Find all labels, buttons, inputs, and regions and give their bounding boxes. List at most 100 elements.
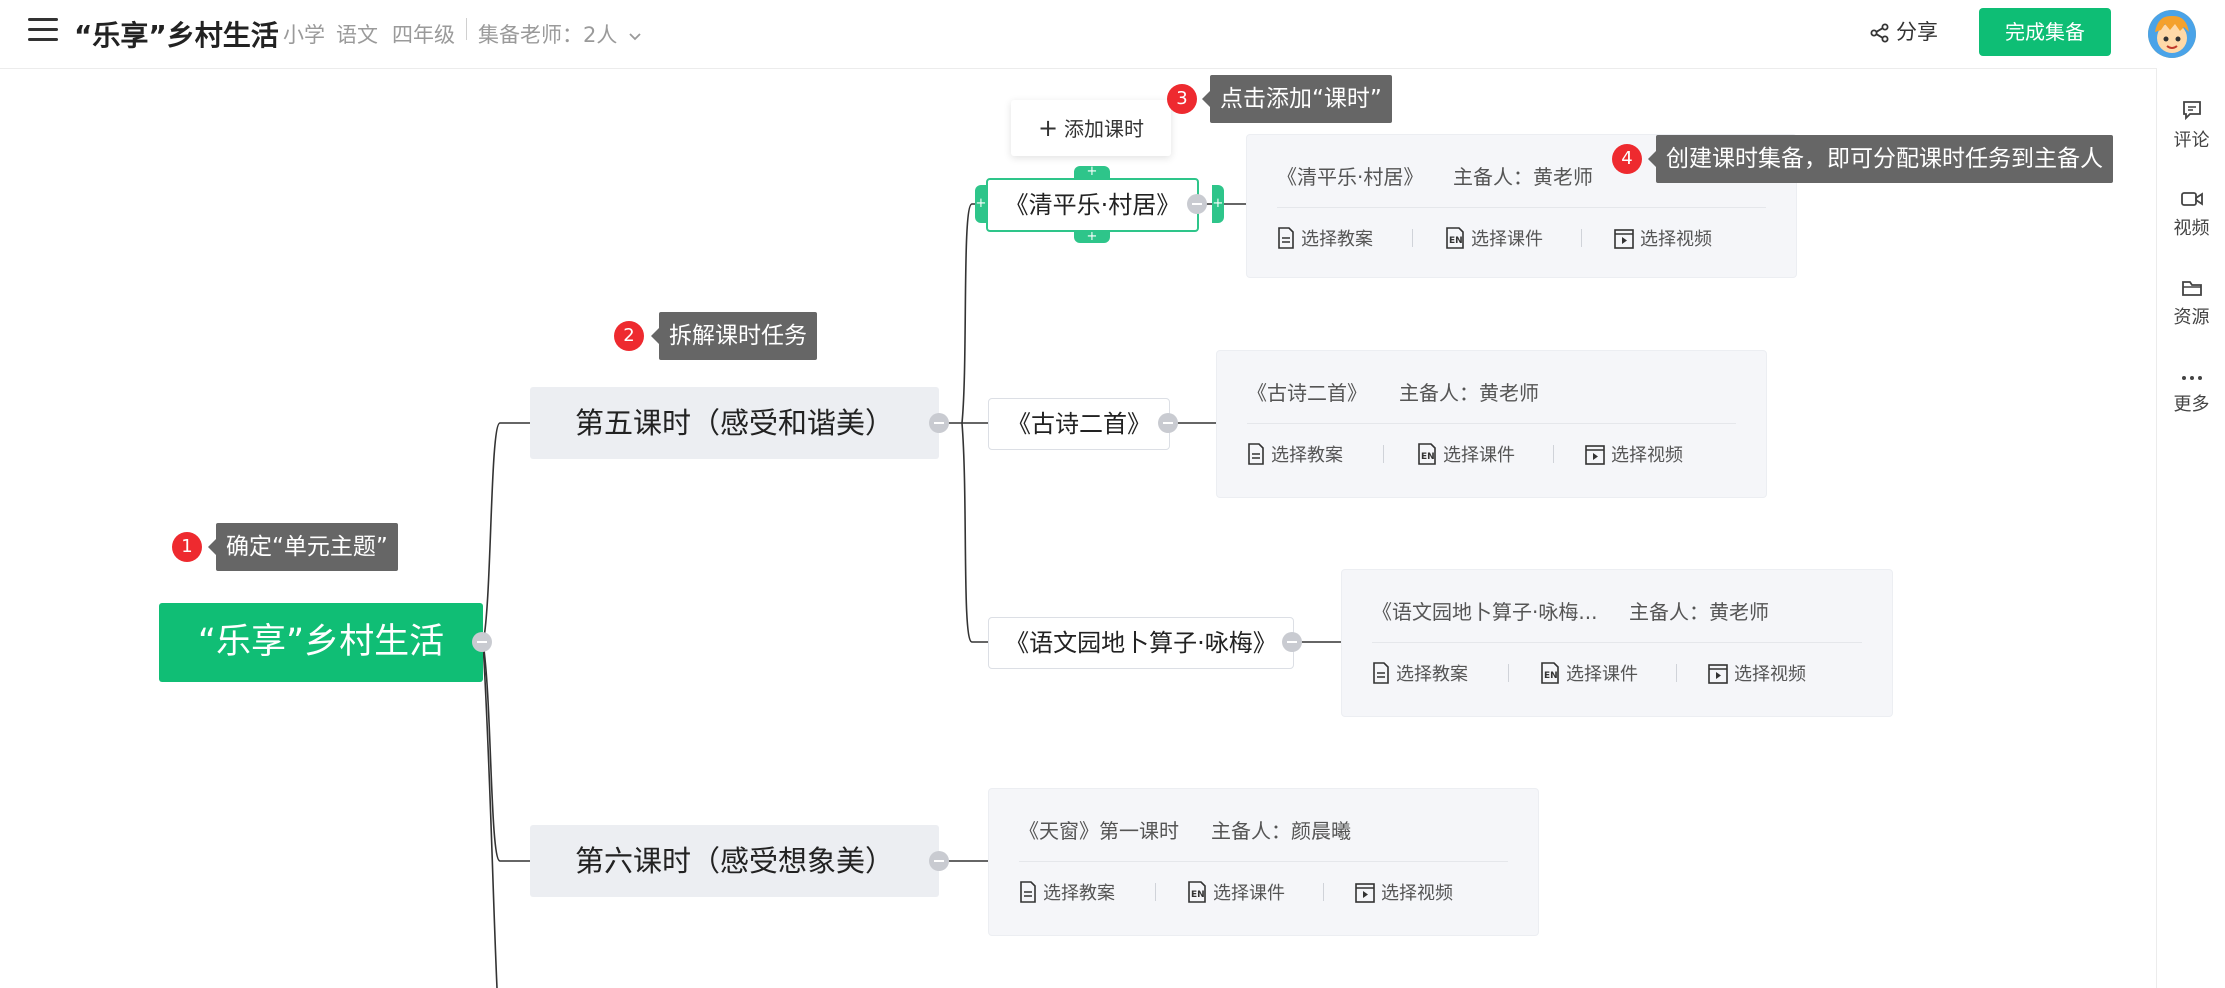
action-label: 选择视频 xyxy=(1640,229,1712,250)
right-sidebar: 评论 视频 资源 更多 xyxy=(2156,68,2225,988)
divider xyxy=(1372,642,1862,643)
folder-icon xyxy=(2181,281,2202,296)
select-plan-button[interactable]: 选择教案 xyxy=(1277,225,1373,251)
teachers-dropdown[interactable]: 集备老师：2人 xyxy=(478,19,642,49)
select-plan-button[interactable]: 选择教案 xyxy=(1372,660,1468,686)
sidebar-item-label: 视频 xyxy=(2173,218,2210,239)
divider xyxy=(1323,883,1324,901)
sidebar-item-comment[interactable]: 评论 xyxy=(2157,100,2225,152)
topic-lesson-5[interactable]: 第五课时（感受和谐美） xyxy=(530,387,939,459)
card-owner: 主备人：黄老师 xyxy=(1453,165,1593,189)
video-icon xyxy=(2180,192,2203,206)
select-video-button[interactable]: 选择视频 xyxy=(1708,660,1806,686)
divider xyxy=(1412,229,1413,247)
document-icon xyxy=(1248,443,1264,465)
action-label: 选择视频 xyxy=(1611,445,1683,466)
step-badge: 3 xyxy=(1167,84,1197,114)
select-courseware-button[interactable]: EN 选择课件 xyxy=(1540,660,1638,686)
select-courseware-button[interactable]: EN 选择课件 xyxy=(1187,879,1285,905)
sidebar-item-video[interactable]: 视频 xyxy=(2157,190,2225,240)
topic-lesson-6[interactable]: 第六课时（感受想象美） xyxy=(530,825,939,897)
sidebar-item-label: 资源 xyxy=(2173,307,2210,328)
action-label: 选择教案 xyxy=(1396,664,1468,685)
add-lesson-button[interactable]: +添加课时 xyxy=(1011,100,1171,156)
courseware-icon: EN xyxy=(1541,662,1559,684)
add-right-handle[interactable]: + xyxy=(1212,185,1224,223)
divider xyxy=(466,18,467,40)
divider xyxy=(1383,445,1384,463)
card-title: 《语文园地卜算子·咏梅... xyxy=(1372,600,1598,624)
share-button[interactable]: 分享 xyxy=(1870,16,1938,46)
lesson-card: 《语文园地卜算子·咏梅... 主备人：黄老师 选择教案 EN 选择课件 选择视频 xyxy=(1341,569,1893,717)
add-left-handle[interactable]: + xyxy=(975,185,987,223)
document-icon xyxy=(1373,662,1389,684)
teachers-label: 集备老师：2人 xyxy=(478,23,618,47)
divider xyxy=(1508,664,1509,682)
select-plan-button[interactable]: 选择教案 xyxy=(1019,879,1115,905)
svg-text:EN: EN xyxy=(1191,890,1205,900)
sidebar-item-resource[interactable]: 资源 xyxy=(2157,279,2225,329)
divider xyxy=(1277,207,1766,208)
video-file-icon xyxy=(1585,445,1605,465)
select-courseware-button[interactable]: EN 选择课件 xyxy=(1445,225,1543,251)
divider xyxy=(1676,664,1677,682)
collapse-icon[interactable] xyxy=(472,632,492,652)
courseware-icon: EN xyxy=(1188,881,1206,903)
top-header: “乐享”乡村生活 小学 语文 四年级 集备老师：2人 分享 完成集备 xyxy=(0,0,2225,69)
step-tooltip: 确定“单元主题” xyxy=(208,523,398,571)
divider xyxy=(1247,423,1736,424)
select-courseware-button[interactable]: EN 选择课件 xyxy=(1417,441,1515,467)
collapse-icon[interactable] xyxy=(1158,413,1178,433)
chevron-down-icon xyxy=(629,33,641,41)
card-owner: 主备人：黄老师 xyxy=(1399,381,1539,405)
action-label: 选择课件 xyxy=(1566,664,1638,685)
comment-icon xyxy=(2182,101,2201,120)
card-title: 《古诗二首》 xyxy=(1247,381,1367,405)
card-title: 《清平乐·村居》 xyxy=(1277,165,1424,189)
avatar[interactable] xyxy=(2148,10,2196,58)
grade-label: 四年级 xyxy=(392,23,455,47)
video-file-icon xyxy=(1614,229,1634,249)
svg-text:EN: EN xyxy=(1421,452,1435,462)
add-below-handle[interactable]: + xyxy=(1074,230,1110,243)
action-label: 选择课件 xyxy=(1443,445,1515,466)
select-plan-button[interactable]: 选择教案 xyxy=(1247,441,1343,467)
step-badge: 2 xyxy=(614,321,644,351)
collapse-icon[interactable] xyxy=(929,851,949,871)
select-video-button[interactable]: 选择视频 xyxy=(1614,225,1712,251)
sidebar-item-more[interactable]: 更多 xyxy=(2157,372,2225,416)
divider xyxy=(1553,445,1554,463)
action-label: 选择课件 xyxy=(1213,883,1285,904)
menu-icon[interactable] xyxy=(28,18,58,44)
finish-button[interactable]: 完成集备 xyxy=(1979,8,2111,56)
courseware-icon: EN xyxy=(1418,443,1436,465)
step-tooltip: 创建课时集备，即可分配课时任务到主备人 xyxy=(1648,135,2113,183)
action-label: 选择视频 xyxy=(1381,883,1453,904)
svg-text:EN: EN xyxy=(1449,236,1463,246)
step-tooltip: 拆解课时任务 xyxy=(651,312,817,360)
action-label: 选择视频 xyxy=(1734,664,1806,685)
add-above-handle[interactable]: + xyxy=(1074,165,1110,178)
collapse-icon[interactable] xyxy=(1282,632,1302,652)
card-owner: 主备人：黄老师 xyxy=(1629,600,1769,624)
page-title: “乐享”乡村生活 xyxy=(74,19,279,52)
subtopic-qingpingle[interactable]: 《清平乐·村居》 xyxy=(986,178,1199,232)
document-icon xyxy=(1278,227,1294,249)
lesson-card: 《古诗二首》 主备人：黄老师 选择教案 EN 选择课件 选择视频 xyxy=(1216,350,1767,498)
collapse-icon[interactable] xyxy=(929,413,949,433)
action-label: 选择课件 xyxy=(1471,229,1543,250)
action-label: 选择教案 xyxy=(1301,229,1373,250)
collapse-icon[interactable] xyxy=(1187,194,1207,214)
add-lesson-label: 添加课时 xyxy=(1064,117,1145,141)
select-video-button[interactable]: 选择视频 xyxy=(1585,441,1683,467)
action-label: 选择教案 xyxy=(1043,883,1115,904)
sidebar-item-label: 更多 xyxy=(2173,394,2210,415)
divider xyxy=(1581,229,1582,247)
select-video-button[interactable]: 选择视频 xyxy=(1355,879,1453,905)
sidebar-item-label: 评论 xyxy=(2173,130,2210,151)
subtopic-gushi[interactable]: 《古诗二首》 xyxy=(988,398,1170,450)
subtopic-yuwenyuandi[interactable]: 《语文园地卜算子·咏梅》 xyxy=(988,617,1294,669)
video-file-icon xyxy=(1708,664,1728,684)
root-topic[interactable]: “乐享”乡村生活 xyxy=(159,603,483,682)
